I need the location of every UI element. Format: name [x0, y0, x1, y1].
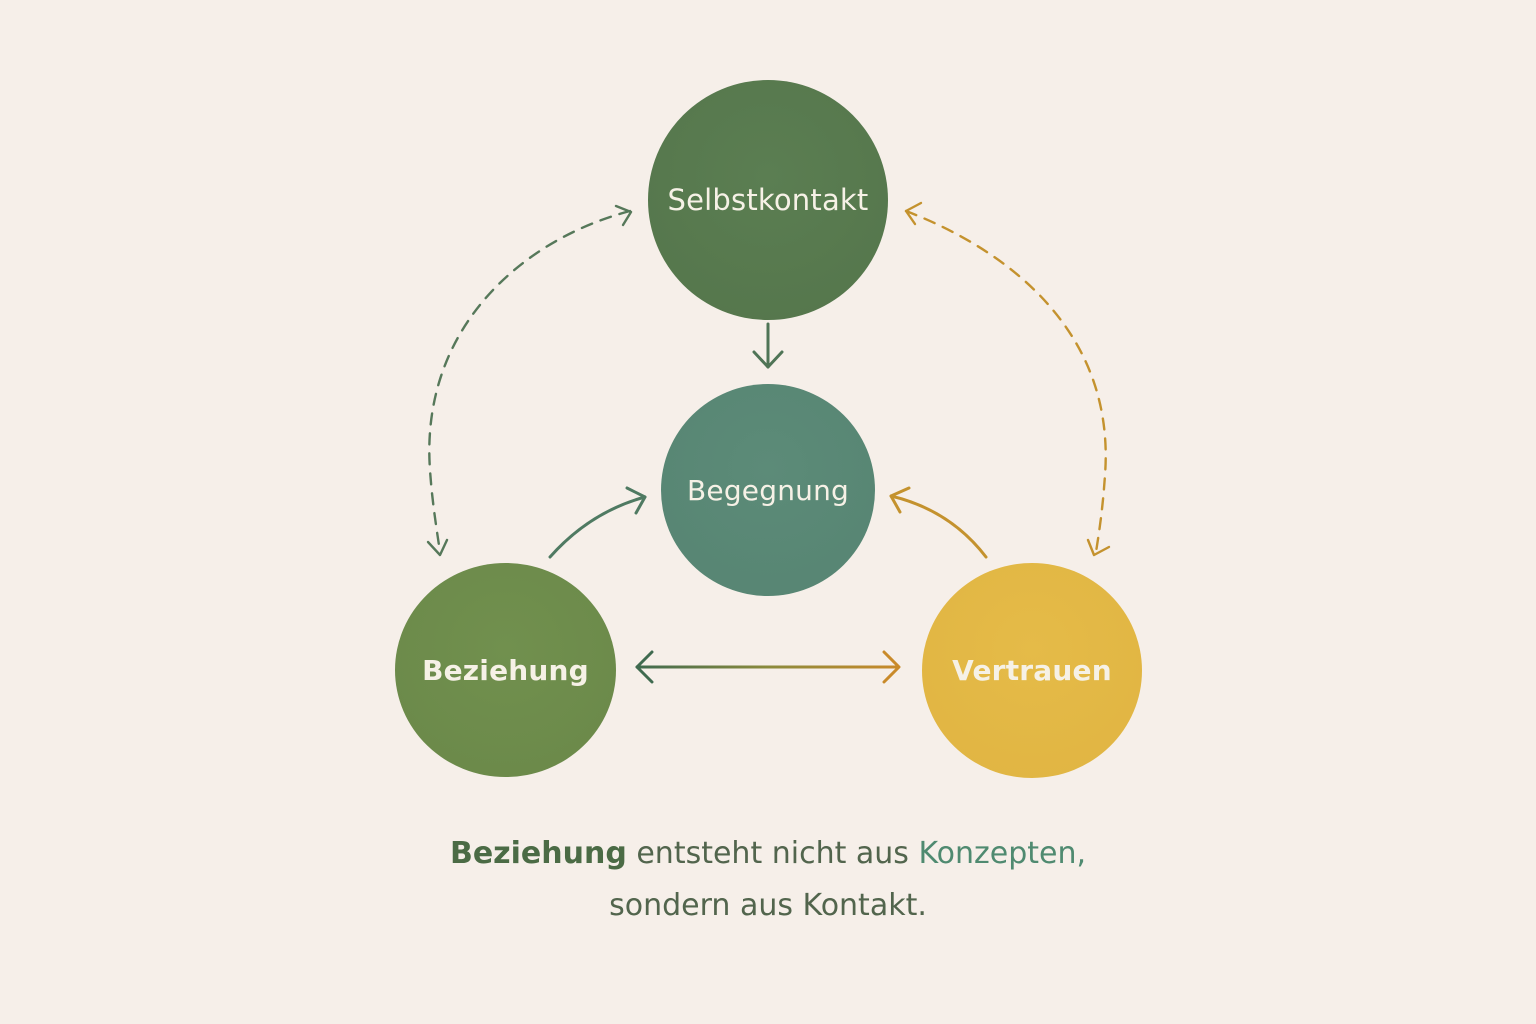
node-selbstkontakt: Selbstkontakt [648, 80, 888, 320]
caption-emphasis: Beziehung [449, 836, 627, 871]
node-label-beziehung: Beziehung [422, 653, 589, 687]
arrow-selbstkontakt-to-begegnung [752, 322, 784, 369]
dashed-arrow-selbstkontakt-beziehung [426, 204, 633, 557]
arrow-vertrauen-to-begegnung [889, 486, 988, 559]
arrow-beziehung-to-begegnung [548, 486, 647, 559]
dashed-arrow-selbstkontakt-vertrauen [904, 201, 1111, 557]
caption-middle: entsteht nicht aus [626, 836, 919, 871]
caption-accent: Konzepten, [918, 836, 1087, 871]
caption: Beziehung entsteht nicht aus Konzepten, … [0, 828, 1536, 932]
arrow-beziehung-vertrauen-bidirectional [635, 650, 901, 684]
node-begegnung: Begegnung [661, 384, 875, 596]
node-label-begegnung: Begegnung [686, 473, 850, 507]
node-beziehung: Beziehung [395, 563, 616, 777]
node-vertrauen: Vertrauen [922, 563, 1142, 778]
node-label-vertrauen: Vertrauen [952, 654, 1112, 687]
caption-line-1: Beziehung entsteht nicht aus Konzepten, [0, 828, 1536, 880]
caption-line-2: sondern aus Kontakt. [609, 888, 927, 923]
node-label-selbstkontakt: Selbstkontakt [667, 183, 869, 217]
